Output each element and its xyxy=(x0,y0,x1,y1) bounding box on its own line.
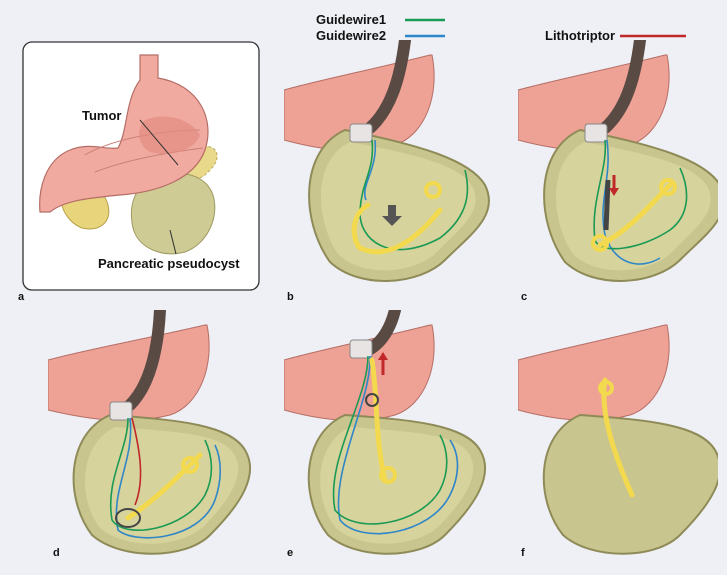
panel-d-letter: d xyxy=(53,547,60,559)
stomach-wall xyxy=(284,325,434,420)
panel-b xyxy=(284,40,489,281)
panel-e-letter: e xyxy=(287,547,293,559)
endoscope-tip xyxy=(350,124,372,142)
panel-b-letter: b xyxy=(287,291,294,303)
panel-c-letter: c xyxy=(521,291,527,303)
legend-guidewire1-label: Guidewire1 xyxy=(316,12,386,27)
panel-f xyxy=(518,325,720,554)
cyst xyxy=(544,415,720,554)
panel-c xyxy=(518,40,724,281)
legend-guidewire2-label: Guidewire2 xyxy=(316,28,386,43)
stomach-wall xyxy=(518,325,669,420)
panel-d xyxy=(48,310,250,554)
endoscope-tip xyxy=(110,402,132,420)
lithotriptor-sheath xyxy=(606,180,608,230)
panel-a-letter: a xyxy=(18,291,25,303)
legend-lithotriptor-label: Lithotriptor xyxy=(545,28,615,43)
legend: Guidewire1 Guidewire2 Lithotriptor xyxy=(316,12,686,43)
panel-a: Tumor Pancreatic pseudocyst xyxy=(23,42,259,290)
endoscope-tip xyxy=(350,340,372,358)
panel-e xyxy=(284,310,485,554)
panel-f-letter: f xyxy=(521,547,525,559)
endoscope-tip xyxy=(585,124,607,142)
pseudocyst-label: Pancreatic pseudocyst xyxy=(98,256,240,271)
tumor-label: Tumor xyxy=(82,108,121,123)
